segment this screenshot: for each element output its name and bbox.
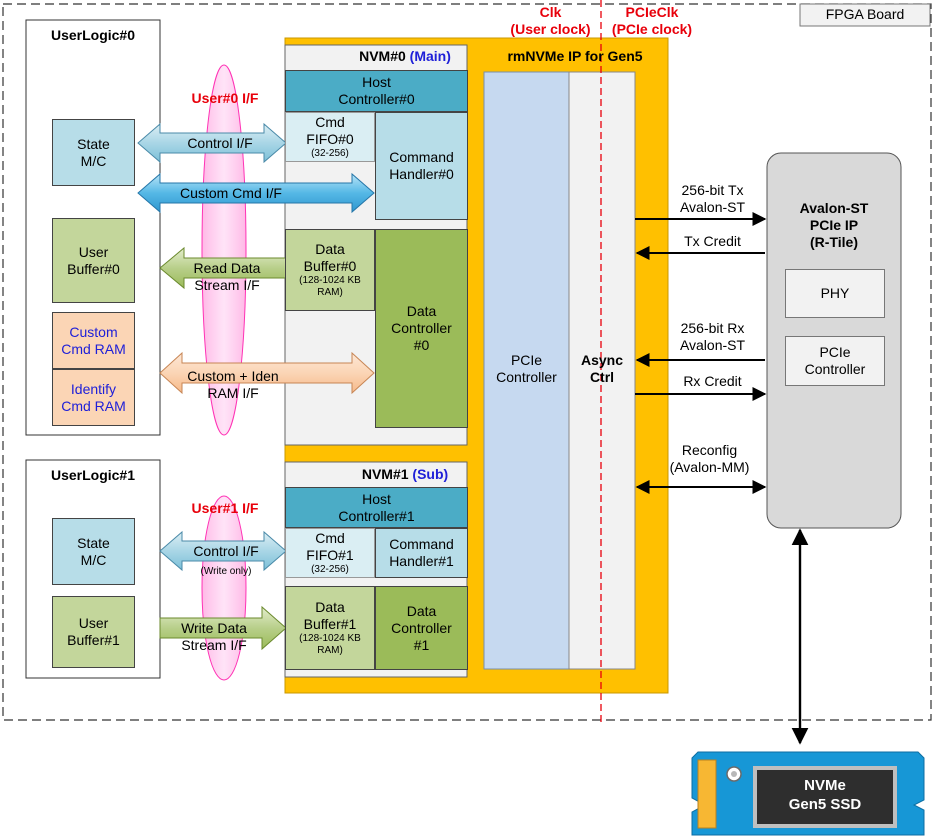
user-clock-label: Clk (User clock) bbox=[503, 4, 598, 38]
control-if-label: Control I/F bbox=[187, 135, 253, 151]
userlogic1-title: UserLogic#1 bbox=[50, 467, 136, 483]
nvm1-command-handler: Command Handler#1 bbox=[375, 528, 468, 578]
user-clock-desc: (User clock) bbox=[510, 21, 591, 37]
reconfig-label: Reconfig (Avalon-MM) bbox=[669, 442, 750, 475]
pcie-controller-label: PCIe Controller bbox=[496, 352, 557, 385]
pcie-ip-phy: PHY bbox=[785, 269, 885, 318]
userlogic1-state-mc: State M/C bbox=[52, 518, 135, 585]
userlogic0-user-buffer: User Buffer#0 bbox=[52, 218, 135, 303]
control-if1-label: Control I/F bbox=[193, 543, 259, 559]
user0-if-label: User#0 I/F bbox=[191, 90, 259, 106]
nvm0-data-controller: Data Controller #0 bbox=[375, 229, 468, 428]
nvm0-cmd-fifo: Cmd FIFO#0 (32-256) bbox=[285, 112, 375, 162]
async-ctrl-column bbox=[568, 71, 636, 670]
fpga-board-label: FPGA Board bbox=[825, 6, 905, 22]
custom-iden-arrow bbox=[159, 351, 375, 395]
custom-cmd-if-arrow bbox=[137, 172, 375, 214]
nvm1-data-buffer: Data Buffer#1 (128-1024 KB RAM) bbox=[285, 586, 375, 670]
fpga-board-border bbox=[2, 3, 932, 721]
userlogic0-identify-cmd-ram: Identify Cmd RAM bbox=[52, 369, 135, 426]
user-clock-name: Clk bbox=[539, 4, 562, 20]
tx-label: 256-bit Tx Avalon-ST bbox=[679, 182, 746, 215]
pcie-controller-column bbox=[483, 71, 570, 670]
rx-label: 256-bit Rx Avalon-ST bbox=[679, 320, 746, 353]
tx-credit-label: Tx Credit bbox=[684, 233, 741, 249]
pcie-clock-desc: (PCIe clock) bbox=[611, 21, 693, 37]
ssd-graphic bbox=[691, 751, 925, 836]
rx-credit-label: Rx Credit bbox=[683, 373, 742, 389]
nvm1-cmd-fifo: Cmd FIFO#1 (32-256) bbox=[285, 528, 375, 578]
write-only-label: (Write only) bbox=[200, 566, 252, 577]
custom-iden-label: Custom + Iden RAM I/F bbox=[187, 368, 279, 401]
nvm1-title: NVM#1 (Sub) bbox=[361, 466, 449, 482]
nvm0-host-controller: Host Controller#0 bbox=[285, 70, 468, 112]
pcie-clock-name: PCIeClk bbox=[625, 4, 679, 20]
read-data-label: Read Data Stream I/F bbox=[193, 260, 261, 293]
nvm0-title: NVM#0 (Main) bbox=[359, 48, 451, 64]
custom-cmd-if-label: Custom Cmd I/F bbox=[180, 185, 282, 201]
fpga-board-label-box bbox=[799, 3, 931, 27]
nvm1-data-controller: Data Controller #1 bbox=[375, 586, 468, 670]
ssd-label: NVMe Gen5 SSD bbox=[788, 777, 862, 813]
pcie-ip-title: Avalon-ST PCIe IP (R-Tile) bbox=[799, 200, 869, 250]
userlogic0-custom-cmd-ram: Custom Cmd RAM bbox=[52, 312, 135, 369]
write-data-arrow bbox=[159, 605, 287, 651]
userlogic1-user-buffer: User Buffer#1 bbox=[52, 596, 135, 668]
pcie-clock-label: PCIeClk (PCIe clock) bbox=[604, 4, 700, 38]
nvm0-data-buffer: Data Buffer#0 (128-1024 KB RAM) bbox=[285, 229, 375, 311]
user1-if-label: User#1 I/F bbox=[191, 500, 259, 516]
write-data-label: Write Data Stream I/F bbox=[181, 620, 247, 653]
pcie-ip-controller: PCIe Controller bbox=[785, 336, 885, 386]
user0-if-ellipse bbox=[201, 64, 247, 436]
nvm0-command-handler: Command Handler#0 bbox=[375, 112, 468, 220]
nvm1-host-controller: Host Controller#1 bbox=[285, 487, 468, 528]
async-ctrl-label: Async Ctrl bbox=[580, 352, 624, 385]
rmnvme-ip-title: rmNVMe IP for Gen5 bbox=[507, 48, 643, 64]
userlogic0-title: UserLogic#0 bbox=[50, 27, 136, 43]
userlogic0-state-mc: State M/C bbox=[52, 119, 135, 186]
